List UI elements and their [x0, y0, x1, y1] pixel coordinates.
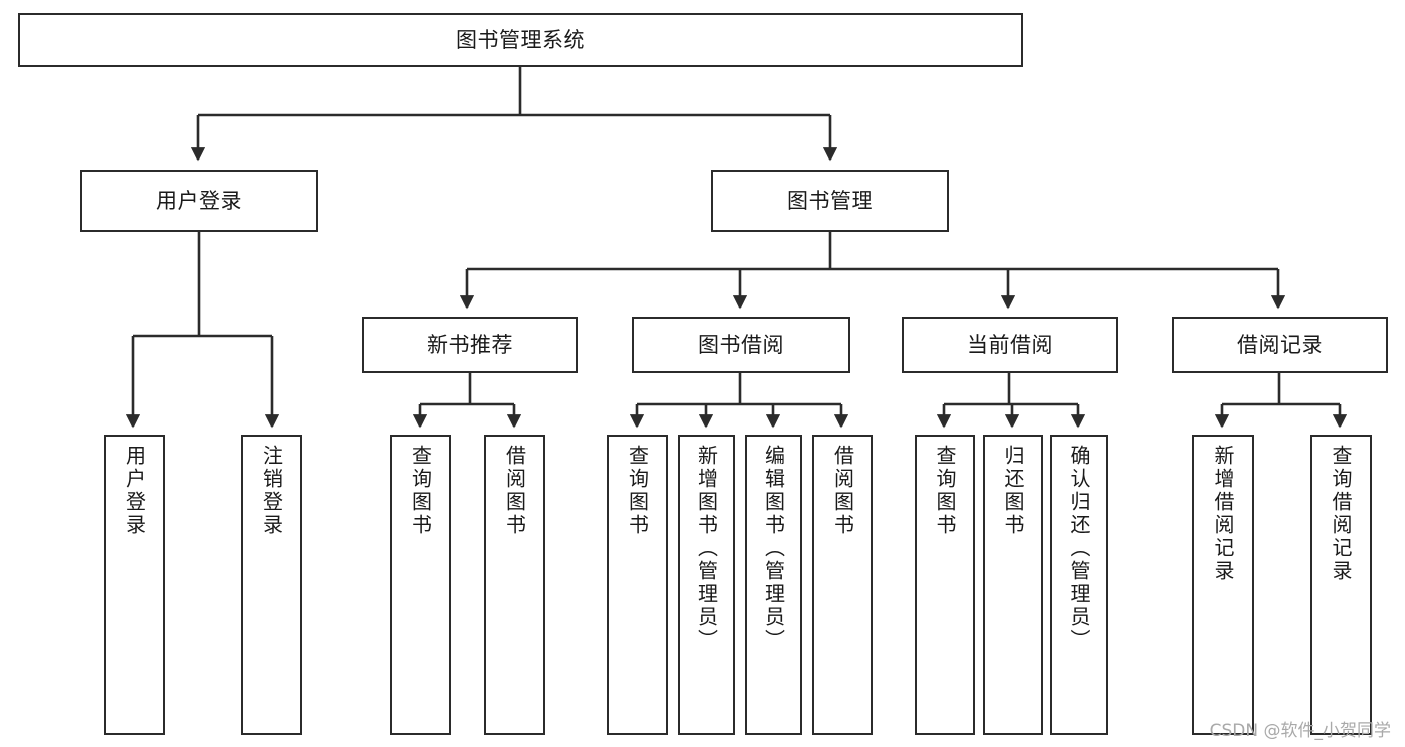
node-new-book-recommendation[interactable]: 新书推荐 [362, 317, 578, 373]
leaf-query-borrow-record[interactable]: 查询借阅记录 [1310, 435, 1372, 735]
node-current-borrow-label: 当前借阅 [967, 332, 1053, 357]
node-book-borrow-label: 图书借阅 [698, 332, 784, 357]
node-book-manage-label: 图书管理 [787, 188, 873, 213]
leaf-borrow-book-2-label: 借阅图书 [830, 445, 855, 537]
leaf-user-login-label: 用户登录 [122, 445, 147, 537]
node-borrow-record-label: 借阅记录 [1237, 332, 1323, 357]
leaf-edit-book-label: 编辑图书（管理员） [761, 445, 786, 652]
node-borrow-record[interactable]: 借阅记录 [1172, 317, 1388, 373]
leaf-confirm-return[interactable]: 确认归还（管理员） [1050, 435, 1108, 735]
leaf-confirm-return-label: 确认归还（管理员） [1067, 445, 1091, 652]
leaf-add-borrow-record-label: 新增借阅记录 [1211, 445, 1235, 583]
leaf-query-book-2-label: 查询图书 [625, 445, 650, 537]
leaf-query-book-1-label: 查询图书 [408, 445, 433, 537]
leaf-borrow-book-2[interactable]: 借阅图书 [812, 435, 873, 735]
leaf-edit-book[interactable]: 编辑图书（管理员） [745, 435, 802, 735]
leaf-return-book[interactable]: 归还图书 [983, 435, 1043, 735]
leaf-logout[interactable]: 注销登录 [241, 435, 302, 735]
node-root[interactable]: 图书管理系统 [18, 13, 1023, 67]
leaf-logout-label: 注销登录 [259, 445, 284, 537]
leaf-query-book-2[interactable]: 查询图书 [607, 435, 668, 735]
leaf-query-book-3[interactable]: 查询图书 [915, 435, 975, 735]
node-current-borrow[interactable]: 当前借阅 [902, 317, 1118, 373]
node-root-label: 图书管理系统 [456, 27, 585, 52]
node-book-manage[interactable]: 图书管理 [711, 170, 949, 232]
node-new-book-recommendation-label: 新书推荐 [427, 332, 513, 357]
leaf-query-book-1[interactable]: 查询图书 [390, 435, 451, 735]
leaf-user-login[interactable]: 用户登录 [104, 435, 165, 735]
leaf-return-book-label: 归还图书 [1001, 445, 1025, 537]
node-user-login[interactable]: 用户登录 [80, 170, 318, 232]
node-book-borrow[interactable]: 图书借阅 [632, 317, 850, 373]
leaf-query-borrow-record-label: 查询借阅记录 [1329, 445, 1353, 583]
leaf-query-book-3-label: 查询图书 [933, 445, 957, 537]
node-user-login-label: 用户登录 [156, 188, 242, 213]
leaf-add-borrow-record[interactable]: 新增借阅记录 [1192, 435, 1254, 735]
leaf-add-book[interactable]: 新增图书（管理员） [678, 435, 735, 735]
leaf-borrow-book-1[interactable]: 借阅图书 [484, 435, 545, 735]
leaf-borrow-book-1-label: 借阅图书 [502, 445, 527, 537]
leaf-add-book-label: 新增图书（管理员） [694, 445, 719, 652]
